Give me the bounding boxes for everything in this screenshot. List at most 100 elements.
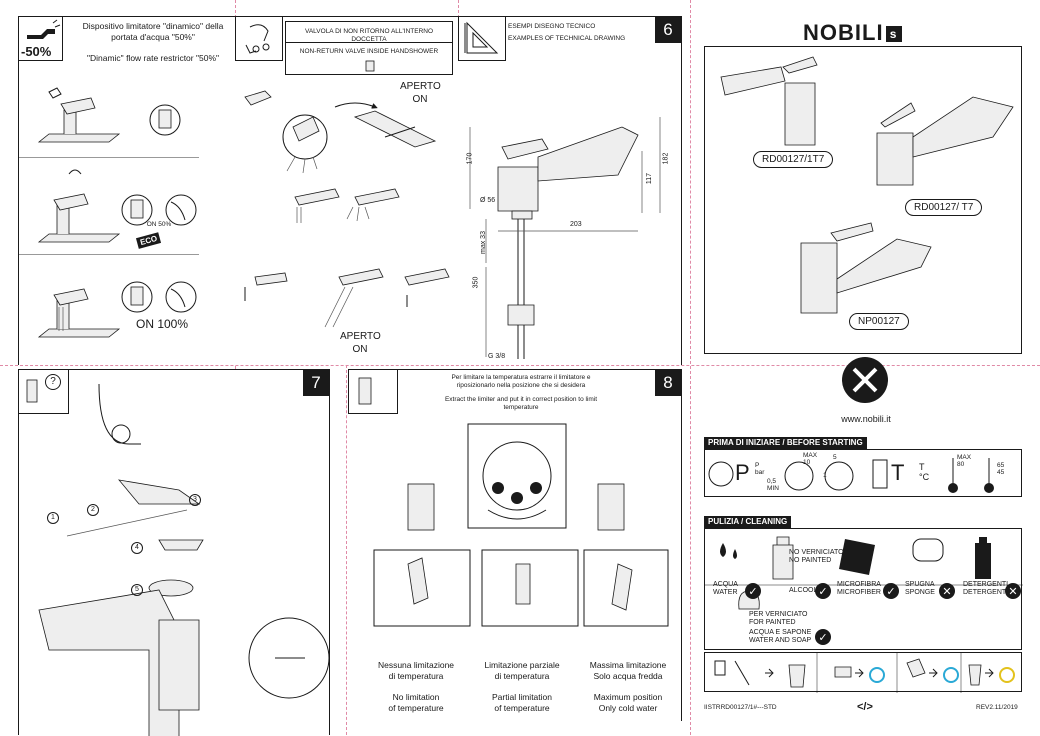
drawing-title-it: ESEMPI DISEGNO TECNICO [508,23,596,30]
tools-logo [842,357,888,403]
clean-water-label: ACQUA WATER [713,581,738,597]
soap-label: ACQUA E SAPONE WATER AND SOAP [749,629,812,645]
valve-icon [365,60,375,72]
limiter-illustration [373,423,669,627]
faucet-illustration-1 [37,87,181,143]
flow-title-en: "Dinamic" flow rate restrictor "50%" [86,53,220,63]
before-start-panel: P P bar MAX 10 0,5 MIN 5 1 T T °C MAX 80… [704,449,1022,497]
handshower-icon [245,24,270,54]
disposal-panel [704,652,1022,693]
faucet-illustration-2 [37,169,197,243]
dim-4: 203 [570,221,582,228]
disposal-icons [714,653,1015,693]
on-100-label: ON 100% [135,317,189,331]
limiter-instruction-en: Extract the limiter and put it in correc… [444,396,598,412]
divider [19,254,199,255]
detergent-no-icon: ✕ [1005,583,1021,599]
drawing-panel: ESEMPI DISEGNO TECNICO EXAMPLES OF TECHN… [458,16,682,365]
temp-range: 65 45 [997,462,1005,476]
fold-line-v3 [690,0,691,735]
option-2-it: Limitazione parziale di temperatura [484,660,560,681]
dim-7: G 3/8 [488,353,506,360]
step-5: 5 [131,584,143,596]
question-icon: ? [45,374,61,390]
water-ok-icon: ✓ [745,583,761,599]
models-panel: RD00127/1T7 RD00127/ T7 NP00127 [704,46,1022,354]
valve-illustrations [244,90,450,328]
disassembly-illustration [38,383,330,736]
option-1-it: Nessuna limitazione di temperatura [377,660,455,681]
flow-badge-text: -50% [21,44,52,59]
fold-line-v4 [346,365,347,735]
limiter-panel: Per limitare la temperatura estrarre il … [348,369,682,721]
gauge-min-1: 0,5 MIN [767,478,779,492]
drawing-title-en: EXAMPLES OF TECHNICAL DRAWING [508,35,626,42]
dim-2: 117 [646,172,654,185]
faucet-spray-icon [27,19,61,39]
valve-panel: VALVOLA DI NON RITORNO ALL'INTERNO DOCCE… [235,16,458,365]
valve-title-box: VALVOLA DI NON RITORNO ALL'INTERNO DOCCE… [285,21,453,75]
step-4: 4 [131,542,143,554]
model-code-2: RD00127/ T7 [905,199,983,216]
soap-ok-icon: ✓ [815,629,831,645]
open-label-bottom: APERTO ON [340,331,381,355]
before-start-bar: PRIMA DI INIZIARE / BEFORE STARTING [704,437,867,449]
option-2-en: Partial limitation of temperature [492,692,552,713]
website: www.nobili.it [841,414,891,424]
valve-title-it: VALVOLA DI NON RITORNO ALL'INTERNO DOCCE… [304,28,434,44]
on-50-label: ON 50% [146,221,172,228]
faucet-illustration-3 [37,281,197,338]
temp-max: MAX 80 [957,454,972,468]
divider [19,157,199,158]
doc-code: IISTRRD00127/1#---STD [704,704,777,711]
step-1: 1 [47,512,59,524]
cartridge-icon [358,377,372,405]
pressure-unit: P bar [755,462,765,476]
option-1-en: No limitation of temperature [388,692,444,713]
cartridge-icon-box: ? [19,370,69,414]
open-label-top: APERTO ON [400,81,441,105]
dim-6: 350 [472,276,480,289]
temp-unit: T °C [919,462,930,482]
dim-3: Ø 56 [480,197,496,204]
option-3-en: Maximum position Only cold water [593,692,663,713]
brand-name: NOBILI [803,20,884,45]
gauge-max-2: 5 [833,454,837,461]
flow-badge: -50% [19,17,63,61]
step-3: 3 [189,494,201,506]
disassembly-panel: ? 7 1 2 3 4 5 [18,369,330,736]
flow-title-it: Dispositivo limitatore "dinamico" della … [82,21,224,42]
page-number-8: 8 [655,370,681,396]
fold-line-v1 [235,0,236,735]
clean-sponge-label: SPUGNA SPONGE [905,581,935,597]
option-3-it: Massima limitazione Solo acqua fredda [589,660,667,681]
valve-title-en: NON-RETURN VALVE INSIDE HANDSHOWER [299,48,439,55]
page-number-7: 7 [303,370,329,396]
cleaning-panel: ACQUA WATER NO VERNICIATO NO PAINTED ALC… [704,528,1023,650]
cartridge-icon-box-2 [348,370,398,414]
technical-drawing [469,117,661,359]
handshower-icon-box [235,17,283,61]
limiter-instruction-it: Per limitare la temperatura estrarre il … [451,374,591,390]
cartridge-icon [26,379,38,403]
wrench-screwdriver-icon [852,367,878,393]
dim-1: 182 [662,152,670,165]
painted-label: PER VERNICIATO FOR PAINTED [749,611,808,627]
page-number-6: 6 [655,17,681,43]
clean-detergent-label: DETERGENTI DETERGENT [963,581,1009,597]
model-code-3: NP00127 [849,313,909,330]
faucet-models-illustration [720,56,1014,314]
gauge-max-1: MAX 10 [803,452,818,466]
drawing-icon-box [458,17,506,61]
microfiber-ok-icon: ✓ [883,583,899,599]
dim-0: 170 [466,152,474,165]
revision: REV2.11/2019 [976,704,1018,711]
pressure-symbol: P [735,460,750,485]
flow-restrictor-panel: -50% Dispositivo limitatore "dinamico" d… [18,16,235,365]
code-icon: </> [857,701,873,713]
sponge-no-icon: ✕ [939,583,955,599]
model-code-1: RD00127/1T7 [753,151,834,168]
dim-5: max 33 [479,231,487,254]
alcohol-ok-icon: ✓ [815,583,831,599]
